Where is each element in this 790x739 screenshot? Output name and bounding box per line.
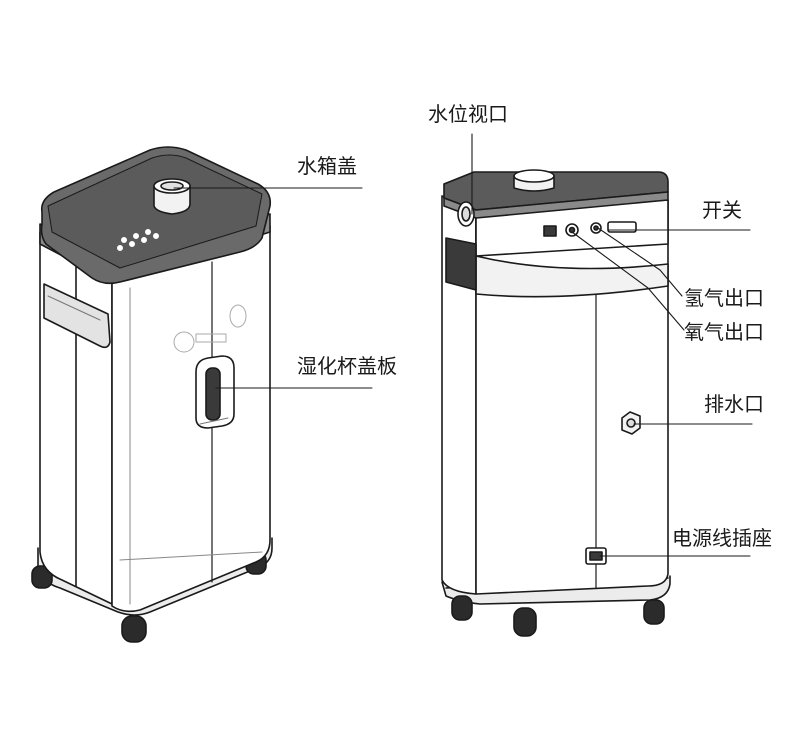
front-left-wheel bbox=[31, 565, 53, 589]
rear-right-wheel bbox=[643, 599, 665, 625]
rear-view-device bbox=[441, 169, 671, 637]
leader-lines bbox=[173, 133, 753, 557]
rear-left-wheel bbox=[451, 595, 473, 621]
leader-hydrogen-outlet bbox=[597, 227, 683, 297]
label-hydrogen-outlet: 氢气出口 bbox=[684, 286, 764, 310]
lid-button-dots bbox=[117, 229, 159, 251]
label-power-socket: 电源线插座 bbox=[672, 526, 772, 550]
label-oxygen-outlet: 氧气出口 bbox=[684, 320, 764, 344]
label-switch: 开关 bbox=[702, 198, 742, 222]
water-level-window bbox=[457, 201, 475, 227]
front-center-wheel bbox=[121, 615, 147, 643]
front-view-device bbox=[31, 146, 273, 643]
drain-port bbox=[621, 411, 641, 435]
leader-oxygen-outlet bbox=[571, 231, 685, 331]
rear-lid-knob bbox=[513, 169, 555, 192]
label-water-level-window: 水位视口 bbox=[428, 102, 508, 126]
water-tank-lid-knob bbox=[153, 178, 191, 215]
label-drain-port: 排水口 bbox=[704, 392, 764, 416]
humidifier-cup-cover-panel bbox=[195, 355, 235, 429]
label-humidifier-cup-cover: 湿化杯盖板 bbox=[297, 354, 397, 378]
rear-center-wheel bbox=[513, 607, 537, 637]
label-water-tank-lid: 水箱盖 bbox=[297, 154, 357, 178]
